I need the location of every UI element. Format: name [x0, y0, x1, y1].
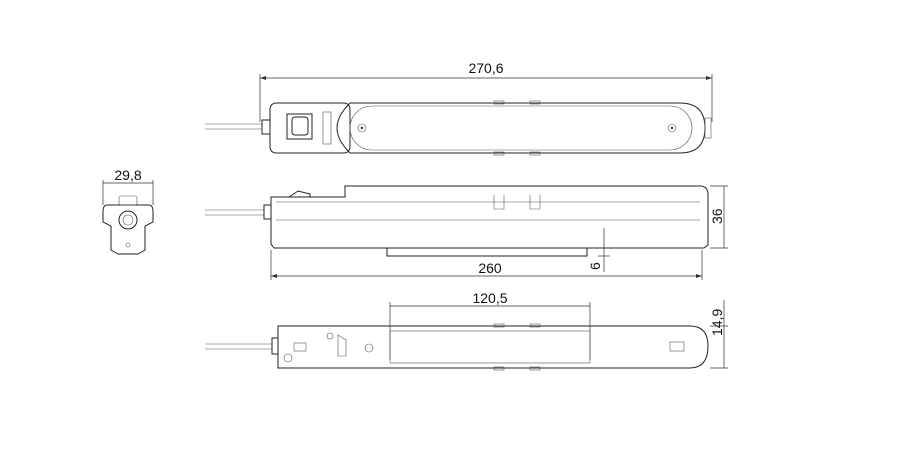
dim-overall-length: 270,6: [468, 60, 503, 76]
label-plate: [322, 111, 332, 145]
top-view: 270,6: [205, 60, 713, 156]
rocker-switch: [291, 116, 309, 136]
dim-bottom-height: 14,9: [709, 309, 725, 336]
dim-window-length: 120,5: [472, 290, 507, 306]
switch-housing: [286, 113, 313, 140]
end-view: 29,8: [102, 167, 154, 255]
dim-body-length: 260: [478, 260, 502, 276]
bottom-view: 120,5 14,9: [205, 290, 728, 371]
socket: [118, 210, 138, 230]
dim-end-width: 29,8: [114, 167, 141, 183]
dim-height: 36: [709, 208, 725, 224]
dim-base-offset: 6: [587, 262, 603, 270]
side-view: 260 6 36: [205, 185, 728, 280]
strip-body: [336, 102, 706, 154]
